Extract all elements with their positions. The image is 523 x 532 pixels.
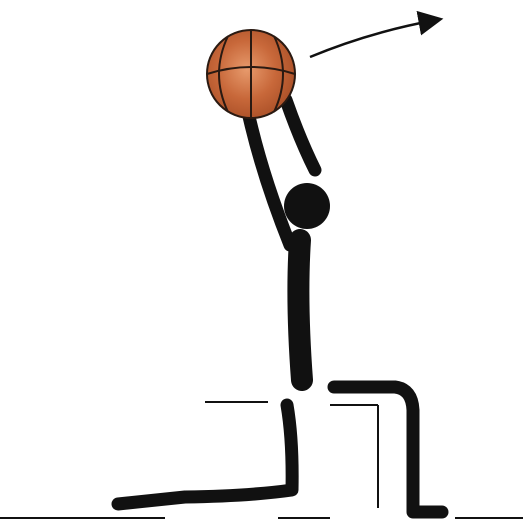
right-arm	[248, 112, 290, 245]
direction-arrow-icon	[310, 20, 436, 57]
stick-figure	[118, 100, 442, 512]
left-arm	[286, 100, 315, 170]
torso	[298, 240, 302, 380]
basketball-icon	[207, 30, 295, 118]
head	[284, 183, 330, 229]
back-leg	[118, 405, 292, 504]
